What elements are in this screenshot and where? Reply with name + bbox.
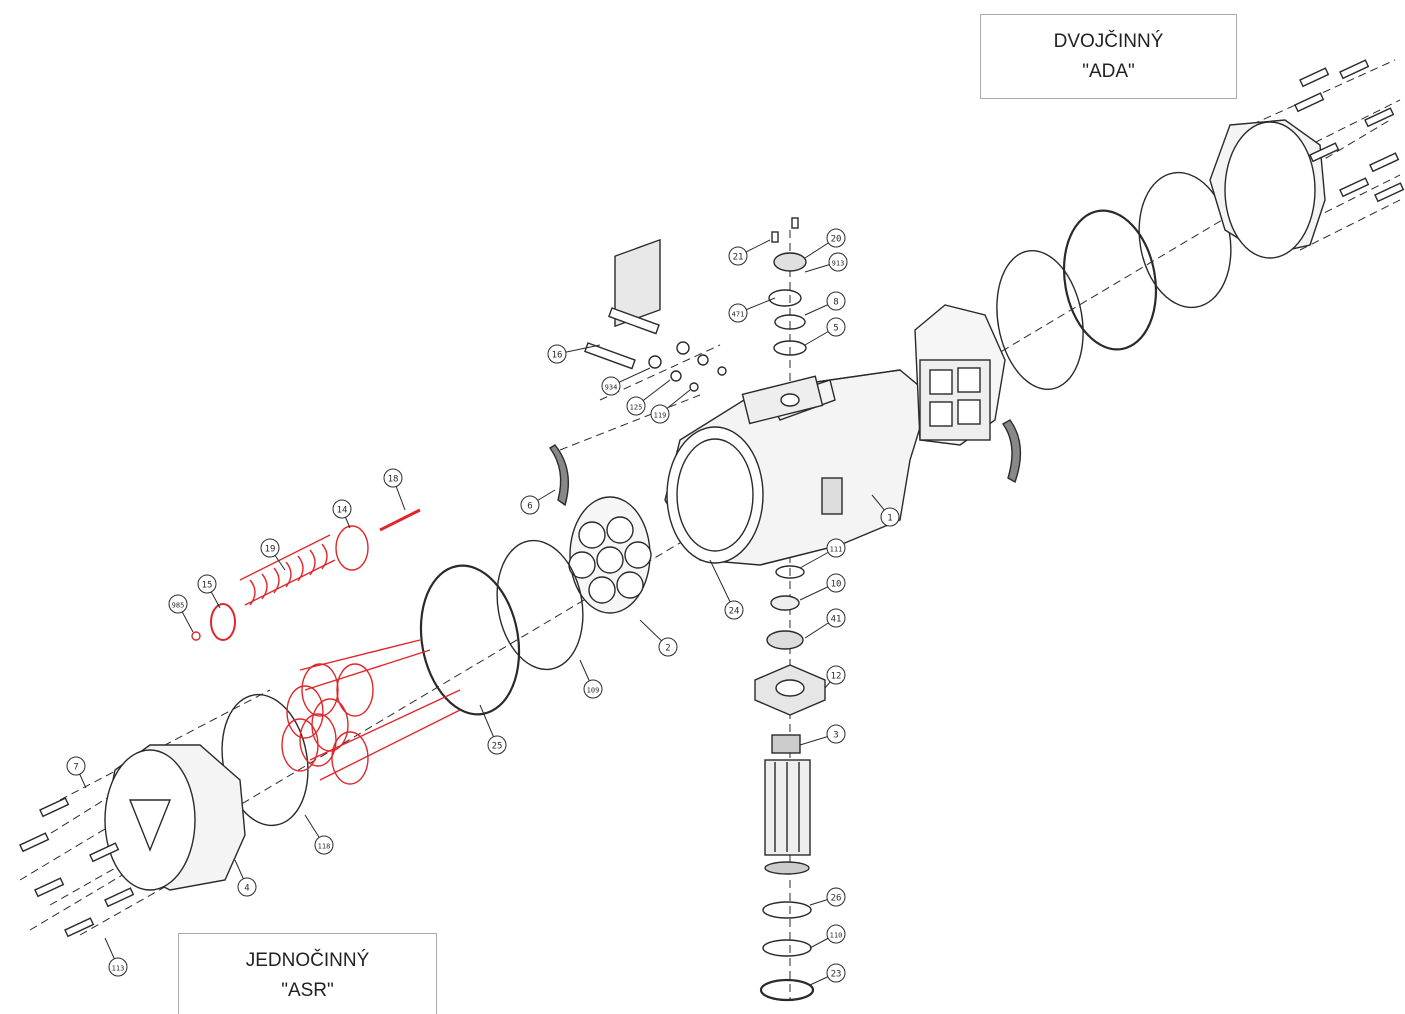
part-number-label: 1 (887, 514, 892, 524)
guide-strip-6 (548, 444, 570, 507)
part-number-label: 6 (527, 502, 532, 512)
part-number-label: 111 (830, 546, 843, 554)
callout-circle (826, 608, 846, 628)
o-ring-right-2 (1062, 209, 1158, 351)
o-ring-109 (496, 539, 584, 671)
cap-screws (19, 59, 1405, 938)
part-number-label: 21 (733, 253, 744, 263)
double-acting-code: "ADA" (1082, 61, 1135, 82)
left-piston (568, 238, 661, 614)
callout-circle (314, 835, 334, 855)
part-number-label: 16 (552, 351, 563, 361)
part-callouts: 2120913471851693412511918141998515611112… (66, 228, 900, 986)
callout-circle (108, 957, 128, 977)
callout-circle (520, 495, 540, 515)
part-number-label: 4 (244, 884, 249, 894)
pinion-bottom-parts (754, 565, 826, 1002)
part-number-label: 985 (172, 602, 185, 610)
part-number-label: 20 (831, 235, 842, 245)
callout-circle (826, 291, 846, 311)
o-ring-right-1 (996, 249, 1084, 391)
part-number-label: 15 (202, 581, 213, 591)
callout-circle (826, 963, 846, 983)
part-number-label: 118 (318, 843, 331, 851)
part-number-label: 7 (73, 763, 78, 773)
part-number-label: 125 (630, 404, 643, 412)
part-number-label: 5 (833, 324, 838, 334)
spring-bolt-18 (379, 508, 421, 532)
part-number-label: 19 (265, 545, 276, 555)
part-number-label: 119 (654, 412, 667, 420)
callout-circle (826, 665, 846, 685)
nut-985 (191, 631, 201, 641)
part-number-label: 25 (492, 742, 503, 752)
spring-set (191, 508, 461, 785)
callout-circle (826, 573, 846, 593)
callout-circle (728, 246, 748, 266)
callout-circle (826, 924, 846, 944)
part-number-label: 12 (831, 672, 842, 682)
callout-circle (383, 468, 403, 488)
part-number-label: 8 (833, 298, 838, 308)
part-number-label: 2 (665, 644, 670, 654)
callout-circle (547, 344, 567, 364)
callout-circle (237, 877, 257, 897)
actuator-body (664, 369, 931, 566)
guide-ring-25 (419, 564, 521, 716)
single-acting-code: "ASR" (281, 980, 334, 1001)
callout-circle (826, 887, 846, 907)
part-number-label: 26 (831, 894, 842, 904)
callout-circle (826, 228, 846, 248)
part-number-label: 471 (732, 311, 745, 319)
callout-circle (168, 594, 188, 614)
part-number-label: 41 (831, 615, 842, 625)
part-number-label: 109 (587, 687, 600, 695)
part-number-label: 18 (388, 475, 399, 485)
single-acting-title-box: JEDNOČINNÝ "ASR" (178, 933, 437, 1014)
callout-circle (826, 317, 846, 337)
part-number-label: 934 (605, 384, 618, 392)
callout-circle (826, 538, 846, 558)
part-number-label: 24 (729, 607, 740, 617)
callout-circle (650, 404, 670, 424)
spring-pack (281, 639, 461, 785)
black-parts (19, 59, 1405, 1002)
double-acting-title-box: DVOJČINNÝ "ADA" (980, 14, 1237, 99)
part-number-label: 10 (831, 580, 842, 590)
callout-circle (826, 724, 846, 744)
callout-circle (332, 499, 352, 519)
part-number-label: 110 (830, 932, 843, 940)
callout-circle (626, 396, 646, 416)
callout-circle (828, 252, 848, 272)
part-number-label: 14 (337, 506, 348, 516)
pinion-top-parts (768, 217, 807, 356)
right-piston (914, 304, 1006, 446)
callout-circle (260, 538, 280, 558)
spring-cap-14 (335, 525, 369, 571)
callout-circle (487, 735, 507, 755)
part-number-label: 913 (832, 260, 845, 268)
end-cap-left-4 (104, 744, 246, 891)
spring-cartridge-19 (239, 534, 336, 606)
part-number-label: 3 (833, 731, 838, 741)
guide-strip-right (1001, 419, 1022, 484)
callout-circle (728, 303, 748, 323)
callout-circle (66, 756, 86, 776)
part-number-label: 23 (831, 970, 842, 980)
callout-circle (583, 679, 603, 699)
double-acting-title: DVOJČINNÝ (1053, 31, 1164, 52)
spring-retainer-15 (210, 603, 236, 641)
single-acting-title: JEDNOČINNÝ (245, 950, 370, 971)
end-cap-right (1209, 119, 1326, 259)
callout-circle (724, 600, 744, 620)
callout-circle (658, 637, 678, 657)
callout-circle (197, 574, 217, 594)
callout-circle (601, 376, 621, 396)
callout-circle (880, 507, 900, 527)
part-number-label: 113 (112, 965, 125, 973)
adjustment-bolts-16 (584, 307, 727, 392)
